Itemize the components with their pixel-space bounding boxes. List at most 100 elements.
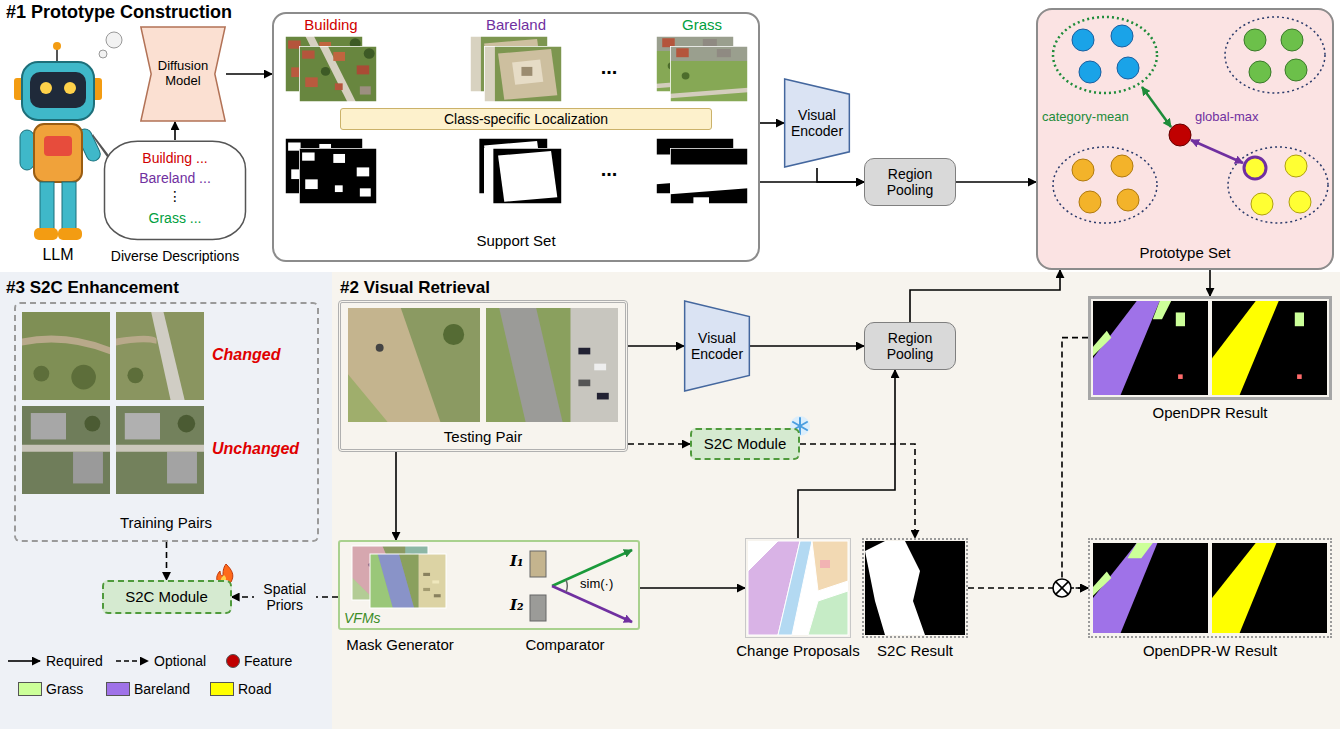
testing-images	[348, 308, 618, 422]
training-images-part	[22, 312, 110, 400]
required-arrow	[395, 452, 397, 540]
visual-encoder-shape	[785, 79, 850, 167]
node-text: Bareland ...	[100, 170, 250, 186]
robot-illustration-part	[20, 130, 34, 170]
visual-encoder: Visual Encoder	[784, 78, 850, 168]
node-text: Building ...	[100, 150, 250, 166]
result-images-part	[1212, 543, 1327, 633]
prototype-clusters-part	[1072, 25, 1139, 83]
comparator-figure-part	[552, 586, 632, 622]
required-arrow	[817, 168, 864, 182]
multiply-symbol	[1053, 579, 1071, 597]
change-proposal-image-part	[778, 541, 812, 635]
required-arrow	[910, 270, 1060, 322]
legend-text: Road	[238, 681, 318, 697]
prototype-clusters-part	[1191, 140, 1243, 163]
robot-illustration-part	[34, 228, 58, 240]
required-arrow	[760, 181, 864, 183]
node-text: Region Pooling	[870, 330, 950, 362]
multiply-symbol-part	[1056, 582, 1069, 595]
robot-illustration-part	[99, 50, 107, 58]
mask-generator-images-part	[370, 554, 446, 608]
change-proposal-image-part	[820, 560, 830, 568]
change-proposal-image-part	[748, 541, 848, 635]
prototype-clusters-part-part	[1285, 59, 1307, 81]
node-text: Region Pooling	[870, 166, 950, 198]
prototype-clusters-part	[1244, 29, 1307, 83]
comparator-figure	[530, 550, 632, 622]
node-text: Diffusion Model	[152, 59, 214, 89]
prototype-clusters-part	[1169, 124, 1191, 146]
training-pairs-panel: ChangedUnchangedTraining Pairs	[14, 302, 319, 542]
localization-bar: Class-specific Localization	[340, 108, 712, 130]
robot-illustration-part	[56, 48, 58, 62]
legend-text: Feature	[244, 653, 324, 669]
robot-illustration-part	[34, 124, 82, 182]
robot-illustration-part	[44, 136, 72, 156]
section-grounds	[0, 8, 1340, 729]
legend-samples-part	[8, 660, 40, 662]
multiply-symbol-part	[1056, 582, 1069, 595]
s2c-result-image-part	[865, 541, 965, 635]
node-text: #2 Visual Retrieval	[340, 278, 640, 298]
testing-pair-panel: Testing Pair	[338, 300, 628, 452]
node-text: global-max	[1195, 110, 1275, 125]
node-text: Changed	[212, 346, 312, 364]
support-images-part	[670, 148, 748, 204]
prototype-clusters-part-part	[1072, 29, 1094, 51]
robot-illustration-part	[53, 42, 61, 50]
training-images-part	[116, 406, 204, 494]
node-text: Class-specific Localization	[444, 111, 608, 127]
change-proposal-image-part	[808, 591, 848, 635]
prototype-clusters-part-part	[1079, 61, 1101, 83]
visual-encoder-shape	[685, 301, 750, 391]
comparator-figure-part	[530, 595, 546, 621]
training-images-part	[22, 406, 110, 494]
node-text: I₂	[510, 597, 530, 614]
result-images	[1093, 301, 1327, 633]
comparator-figure-part	[530, 551, 546, 577]
region-pooling: Region Pooling	[864, 322, 956, 370]
legend-text: Bareland	[134, 681, 214, 697]
section-grounds-part	[1036, 8, 1334, 270]
vfm-panel: VFMsI₁I₂sim(·)Mask GeneratorComparator	[338, 540, 640, 630]
prototype-clusters-part	[1244, 157, 1266, 179]
node-text: Training Pairs	[66, 514, 266, 531]
edge-label: Spatial Priors	[254, 580, 316, 614]
required-arrow	[798, 370, 895, 538]
prototype-clusters-part-part	[1111, 155, 1133, 177]
node-text: category-mean	[1042, 110, 1142, 125]
node-text: Visual Encoder	[688, 330, 746, 362]
region-pooling: Region Pooling	[864, 158, 956, 206]
robot-illustration-part	[40, 82, 52, 94]
mask-generator-images	[352, 546, 446, 608]
section-grounds-part	[332, 272, 1340, 729]
prototype-clusters-part	[1142, 87, 1171, 127]
prototype-clusters-part-part	[1111, 25, 1133, 47]
change-proposal-image-part	[812, 541, 848, 591]
legend-swatch	[106, 682, 130, 696]
prototype-clusters-part	[1225, 17, 1325, 93]
node-text: S2C Module	[704, 435, 787, 452]
node-text: Mask Generator	[330, 636, 470, 653]
required-arrow	[750, 345, 864, 347]
result-frame: OpenDPR Result	[1088, 296, 1332, 400]
speech-bubble: Building ...Bareland ...⋮Grass ...Divers…	[100, 140, 250, 266]
prototype-clusters-part-part	[1281, 29, 1303, 51]
optional-arrow	[800, 444, 915, 538]
robot-illustration-part	[22, 62, 94, 120]
prototype-clusters-part-part	[1079, 191, 1101, 213]
required-arrow	[1209, 270, 1211, 296]
training-images-part	[116, 312, 204, 400]
node-text: ...	[588, 158, 630, 181]
diffusion-model-shape	[141, 27, 225, 121]
legend-swatch	[210, 682, 234, 696]
support-images-part	[484, 46, 562, 102]
required-arrow	[640, 587, 745, 589]
node-text: S2C Module	[125, 588, 208, 605]
result-frame: S2C Result	[862, 538, 968, 638]
prototype-clusters-part	[1072, 155, 1139, 213]
required-arrow	[174, 122, 176, 140]
robot-illustration-part	[40, 182, 54, 230]
legend-swatch	[226, 654, 240, 668]
